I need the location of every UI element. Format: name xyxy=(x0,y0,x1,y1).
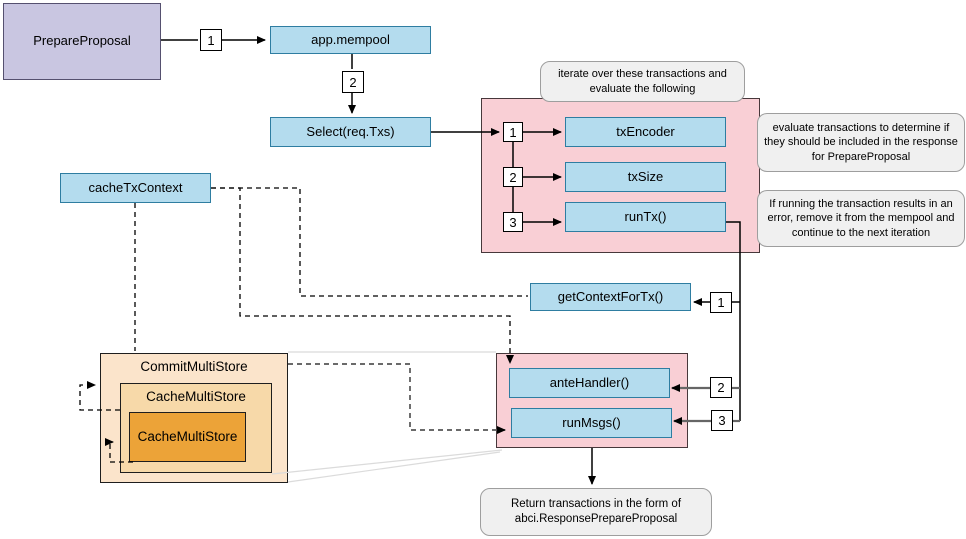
cache-multi-store-inner-box: CacheMultiStore xyxy=(129,412,246,462)
step-badge-1-mempool: 1 xyxy=(200,29,222,51)
projection-line-bottom-2 xyxy=(287,451,501,483)
get-context-for-tx-node: getContextForTx() xyxy=(530,283,691,311)
run-tx-node: runTx() xyxy=(565,202,726,232)
run-msgs-node: runMsgs() xyxy=(511,408,672,438)
step-badge-2-tx-size: 2 xyxy=(503,167,523,187)
note-evaluate-transactions: evaluate transactions to determine if th… xyxy=(757,113,965,172)
app-mempool-node: app.mempool xyxy=(270,26,431,54)
cache-multi-store-label: CacheMultiStore xyxy=(146,389,246,404)
note-iterate-transactions: iterate over these transactions and eval… xyxy=(540,61,745,102)
select-req-txs-node: Select(req.Txs) xyxy=(270,117,431,147)
tx-encoder-node: txEncoder xyxy=(565,117,726,147)
prepare-proposal-node: PrepareProposal xyxy=(3,3,161,80)
commit-multi-store-label: CommitMultiStore xyxy=(140,359,248,374)
note-error-handling: If running the transaction results in an… xyxy=(757,190,965,247)
step-badge-1-tx-encoder: 1 xyxy=(503,122,523,142)
step-badge-3-run-msgs: 3 xyxy=(711,410,733,431)
step-badge-1-get-context: 1 xyxy=(710,292,732,313)
note-return-response: Return transactions in the form of abci.… xyxy=(480,488,712,536)
ante-handler-node: anteHandler() xyxy=(509,368,670,398)
step-badge-3-run-tx: 3 xyxy=(503,212,523,232)
dashed-commit-store-to-run-msgs xyxy=(288,363,506,434)
step-badge-2-ante-handler: 2 xyxy=(710,377,732,398)
tx-size-node: txSize xyxy=(565,162,726,192)
step-badge-2-select: 2 xyxy=(342,71,364,93)
cache-tx-context-node: cacheTxContext xyxy=(60,173,211,203)
projection-line-bottom-1 xyxy=(271,449,503,475)
dashed-cache-ctx-to-ante-handler xyxy=(211,187,514,364)
